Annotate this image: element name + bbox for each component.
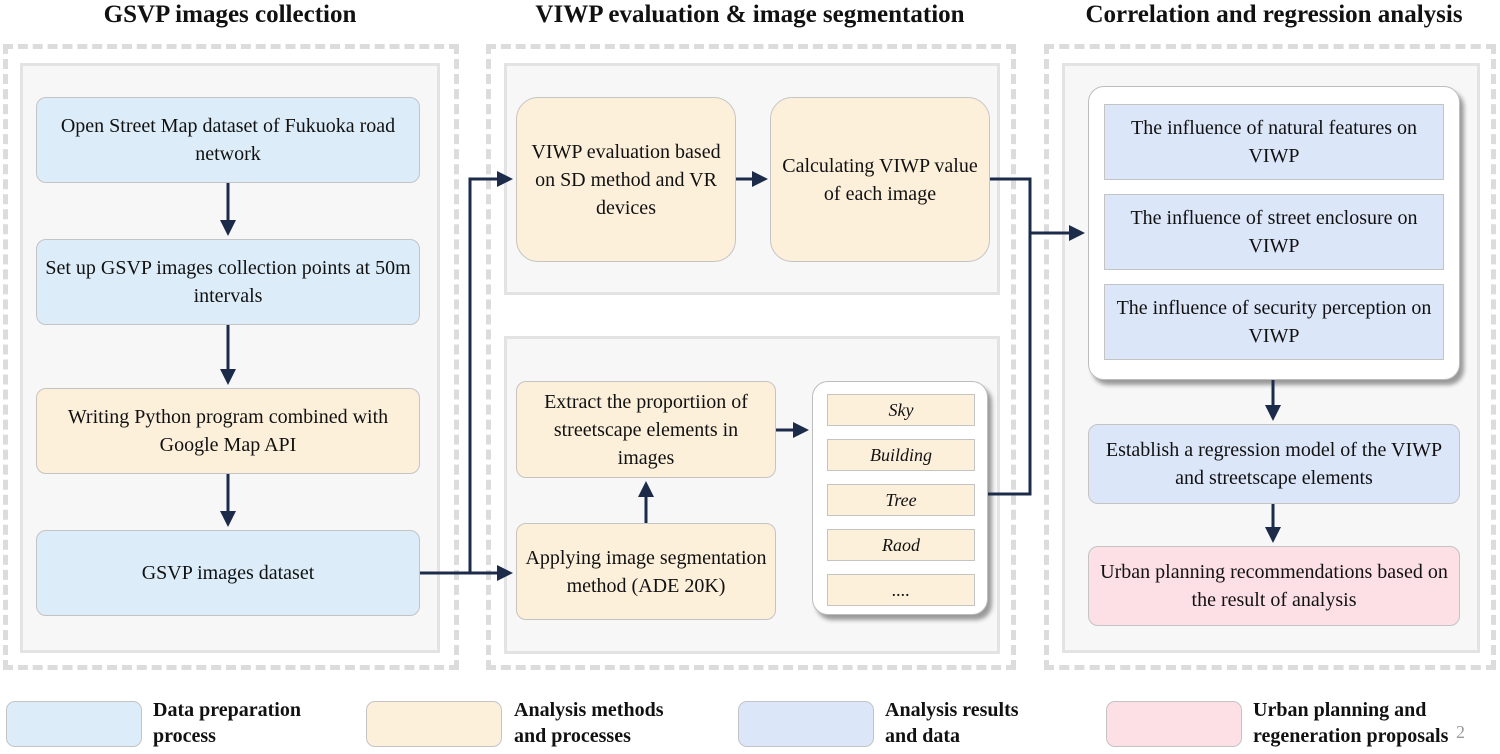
arrow-calc-to-analysis: [990, 177, 1032, 233]
column-title-analysis: Correlation and regression analysis: [1085, 1, 1463, 28]
legend-swatch-analysis-methods: [366, 701, 502, 747]
arrow-dataset-to-evaluation: [420, 171, 513, 575]
security-perception-box: The influence of security perception on …: [1104, 284, 1444, 360]
element-building: Building: [827, 439, 975, 471]
extract-proportion-box: Extract the proportiion of streetscape e…: [516, 381, 776, 478]
python-program-box: Writing Python program combined with Goo…: [36, 388, 420, 474]
analysis-frame: [1044, 44, 1496, 670]
calculate-viwp-box: Calculating VIWP value of each image: [770, 97, 990, 262]
page-number: 2: [1456, 722, 1465, 742]
column-title-collection: GSVP images collection: [103, 1, 357, 28]
legend-swatch-urban-planning: [1106, 701, 1242, 747]
arrow-elements-to-analysis: [988, 233, 1032, 496]
regression-model-box: Establish a regression model of the VIWP…: [1088, 424, 1460, 504]
segmentation-method-box: Applying image segmentation method (ADE …: [516, 523, 776, 620]
legend-swatch-analysis-results: [738, 701, 874, 747]
viwp-evaluation-box: VIWP evaluation based on SD method and V…: [516, 97, 736, 262]
element-more: ....: [827, 574, 975, 606]
urban-planning-box: Urban planning recommendations based on …: [1088, 546, 1460, 626]
column-title-evaluation: VIWP evaluation & image segmentation: [535, 1, 965, 28]
legend-swatch-data-preparation: [6, 701, 142, 747]
osm-dataset-box: Open Street Map dataset of Fukuoka road …: [36, 97, 420, 183]
streetscape-elements-card: Sky Building Tree Raod ....: [812, 381, 988, 615]
element-sky: Sky: [827, 394, 975, 426]
element-road: Raod: [827, 529, 975, 561]
street-enclosure-box: The influence of street enclosure on VIW…: [1104, 194, 1444, 270]
collection-points-box: Set up GSVP images collection points at …: [36, 239, 420, 325]
evaluation-frame: [486, 44, 1016, 670]
gsvp-dataset-box: GSVP images dataset: [36, 530, 420, 616]
natural-features-box: The influence of natural features on VIW…: [1104, 104, 1444, 180]
collection-frame: [3, 44, 459, 670]
element-tree: Tree: [827, 484, 975, 516]
